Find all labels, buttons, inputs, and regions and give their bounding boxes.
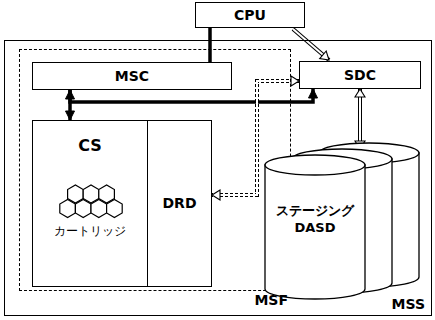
arrowhead: [212, 190, 220, 200]
connector: [355, 89, 365, 149]
box-label: CPU: [234, 7, 266, 23]
sdc-box: SDC: [299, 61, 421, 89]
cs-unit: CS カートリッジ: [32, 120, 148, 287]
arrowhead: [291, 76, 299, 86]
msf-frame: MSCCSカートリッジDRDMSF: [19, 49, 291, 291]
arrowhead: [355, 89, 365, 97]
connector: [210, 28, 211, 62]
staging-dasd: ステージング DASD: [263, 141, 423, 301]
mss-frame: MSC CS カートリッジ DRD MSF SDC ステージング DASD MSS: [4, 40, 432, 316]
disk-label: ステージング DASD: [267, 203, 363, 237]
cpu-box: CPU: [195, 2, 305, 28]
part-label: カートリッジ: [33, 225, 147, 239]
frame-label: MSF: [254, 292, 288, 308]
arrowhead: [320, 51, 329, 60]
box-label: MSC: [115, 68, 149, 84]
drd-unit: DRD: [147, 120, 212, 287]
arrowhead: [309, 89, 318, 98]
frame-label: MSS: [392, 296, 425, 312]
box-label: SDC: [344, 67, 376, 83]
connector: [70, 89, 318, 102]
disk-cylinders: [263, 141, 423, 301]
arrowhead: [66, 111, 75, 120]
unit-label: DRD: [162, 195, 196, 211]
connector: [293, 29, 329, 60]
unit-label: CS: [33, 137, 147, 155]
msc-box: MSC: [32, 62, 232, 90]
